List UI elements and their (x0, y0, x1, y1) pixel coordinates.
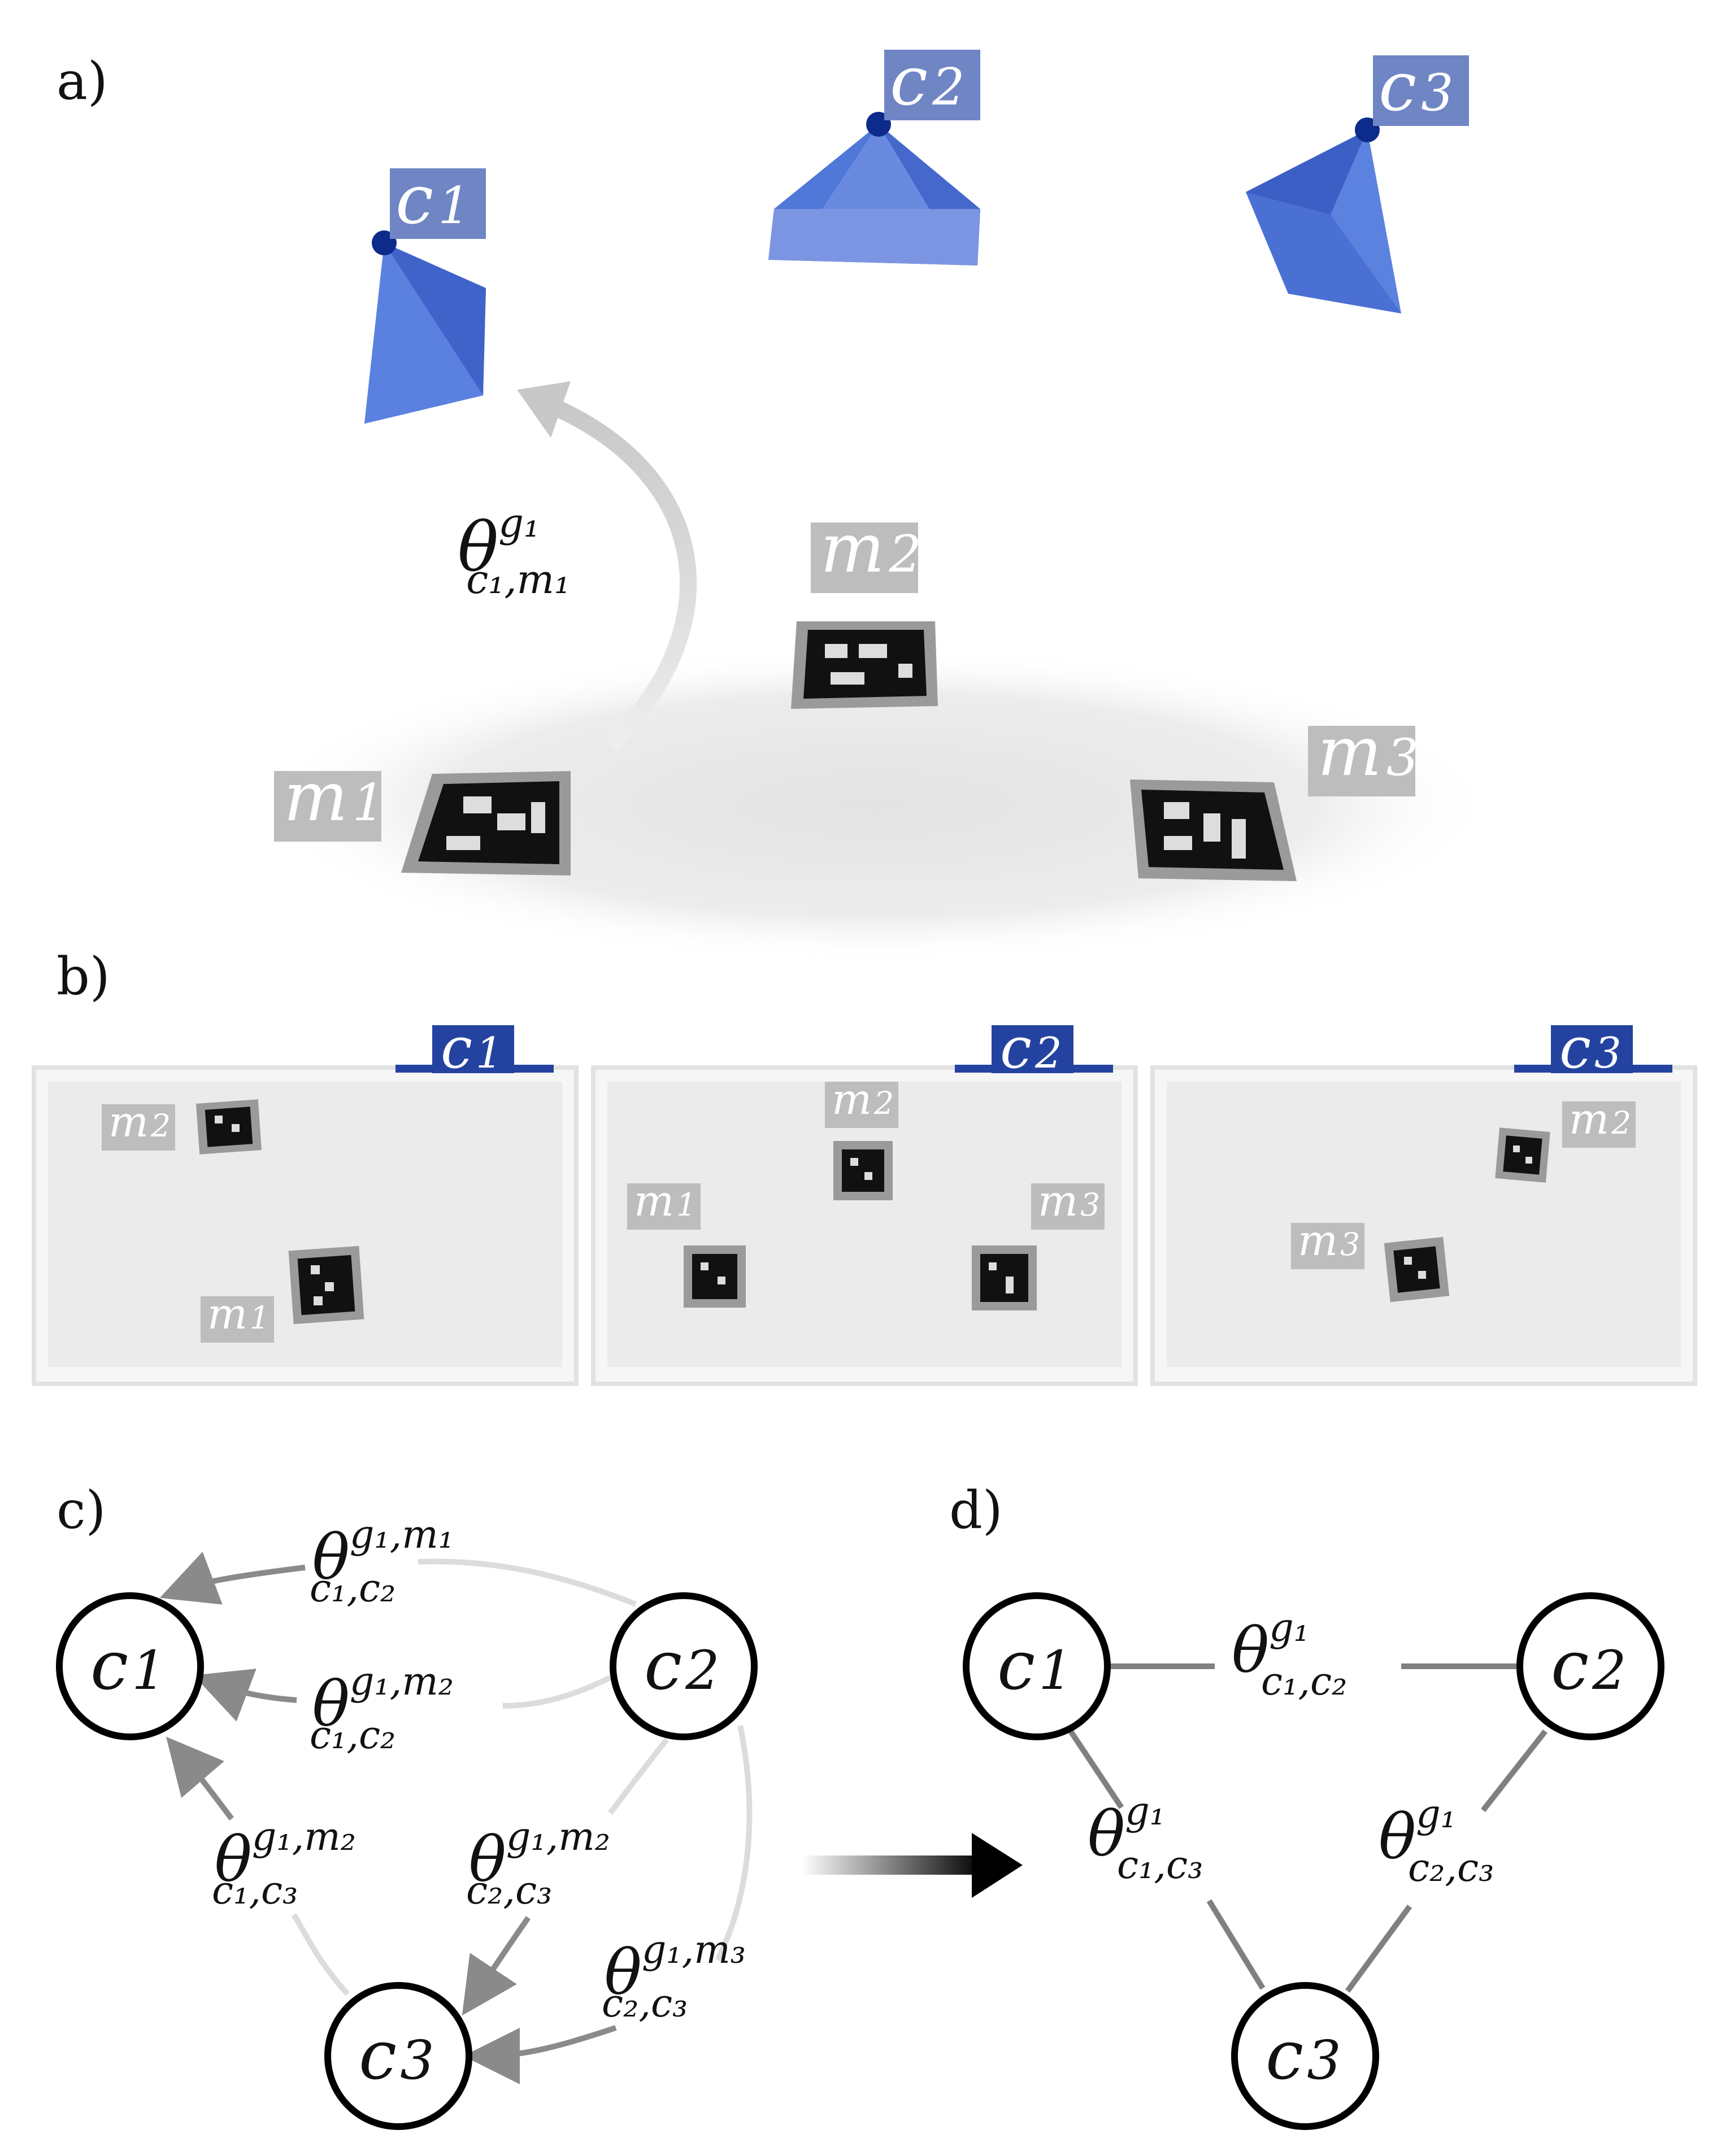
view-c3: c3 m2 m3 (1150, 1015, 1697, 1386)
marker-m3-label: m3 (1318, 713, 1419, 791)
edge-d-c2-c3-bottom (1345, 1905, 1412, 1993)
marker-m3-label-bg (1308, 726, 1415, 796)
view-c2-m3-label-bg (1031, 1183, 1105, 1230)
edge-c3-c1-arrow (166, 1736, 234, 1821)
view-c1-label-bg (432, 1025, 514, 1073)
panel-a-letter: a) (56, 51, 108, 111)
edge-d-c1-c3-top (1068, 1730, 1124, 1809)
pose-arc-arrow (550, 399, 697, 752)
camera-c2: c2 (768, 42, 980, 265)
view-c2-m3-label: m3 (1038, 1176, 1100, 1226)
pose-arc-arrowhead (517, 381, 571, 438)
view-c1-m1-label-bg (201, 1296, 274, 1343)
node-c-c3: c3 (324, 1982, 472, 2130)
svg-text:c3: c3 (1266, 2016, 1341, 2095)
view-c2-m2-label: m2 (832, 1074, 894, 1124)
panel-d-letter: d) (949, 1480, 1003, 1540)
view-c2: c2 m2 m1 m3 (591, 1015, 1138, 1386)
edge-c2-c3-m3-arrow (463, 2025, 617, 2084)
camera-c3-label-bg (1373, 55, 1469, 126)
floor-shadow (254, 647, 1497, 963)
edge-c2-c1-m1-arrow (159, 1552, 306, 1605)
edge-c2-c3-m2-arrow (462, 1916, 531, 2016)
camera-c2-label-bg (884, 50, 980, 120)
edge-c2-c1-m1 (418, 1558, 637, 1607)
svg-text:c1: c1 (90, 1627, 166, 1705)
node-c-c1: c1 (56, 1592, 204, 1740)
view-c2-label: c2 (1000, 1015, 1062, 1081)
edge-c2-c1-m2 (502, 1675, 612, 1709)
view-c3-label-bg (1551, 1025, 1633, 1073)
svg-text:c3: c3 (359, 2016, 434, 2095)
panel-b-letter: b) (56, 946, 110, 1007)
marker-m2-label: m2 (820, 509, 921, 588)
edge-d-c2-c3-top (1481, 1729, 1548, 1813)
edge-c3-c1 (291, 1913, 350, 1996)
view-c2-m1-label: m1 (634, 1176, 696, 1226)
view-c1: c1 m2 m1 (32, 1015, 579, 1386)
node-d-c1: c1 (963, 1592, 1111, 1740)
marker-m2: m2 (791, 509, 938, 709)
marker-m2-label-bg (811, 522, 918, 593)
view-c2-label-bg (992, 1025, 1073, 1073)
camera-c1-label: c1 (395, 161, 470, 239)
camera-c3: c3 (1246, 48, 1469, 313)
svg-text:c2: c2 (1551, 1627, 1627, 1705)
view-c3-m3-label-bg (1291, 1223, 1364, 1269)
edge-d-c1-c3-bottom (1206, 1899, 1266, 1990)
panel-a: a) c1 c2 (56, 42, 1497, 963)
node-d-c3: c3 (1231, 1982, 1379, 2130)
camera-c3-label: c3 (1379, 48, 1453, 127)
view-c1-m2-label: m2 (108, 1097, 171, 1147)
panel-c-letter: c) (56, 1480, 106, 1540)
camera-c1: c1 (364, 161, 486, 424)
view-c2-m2-label-bg (825, 1082, 898, 1128)
view-c1-m1-label: m1 (207, 1289, 270, 1339)
svg-text:c2: c2 (644, 1627, 720, 1705)
svg-text:c1: c1 (997, 1627, 1073, 1705)
view-c3-label: c3 (1559, 1015, 1622, 1081)
view-c3-m2-label: m2 (1569, 1094, 1631, 1144)
marker-m1: m1 (274, 758, 571, 876)
view-c1-m2-label-bg (102, 1104, 175, 1151)
marker-m3: m3 (1130, 713, 1419, 881)
view-c3-m2-label-bg (1562, 1101, 1636, 1148)
edge-c2-c3-m3 (715, 1724, 753, 1962)
view-c2-m1-label-bg (627, 1183, 701, 1230)
node-c-c2: c2 (610, 1592, 758, 1740)
camera-c2-label: c2 (890, 42, 964, 121)
node-d-c2: c2 (1516, 1592, 1664, 1740)
transition-arrow (802, 1833, 1023, 1898)
edge-c2-c1-m2-arrow (193, 1669, 297, 1722)
marker-m1-label: m1 (284, 758, 385, 837)
edge-c2-c3-m2 (608, 1737, 669, 1815)
marker-m1-label-bg (274, 771, 381, 842)
view-c1-label: c1 (441, 1015, 503, 1081)
panel-b: b) c1 m2 m1 c2 (32, 946, 1697, 1386)
view-c3-m3-label: m3 (1298, 1216, 1360, 1265)
camera-c1-label-bg (390, 168, 486, 239)
